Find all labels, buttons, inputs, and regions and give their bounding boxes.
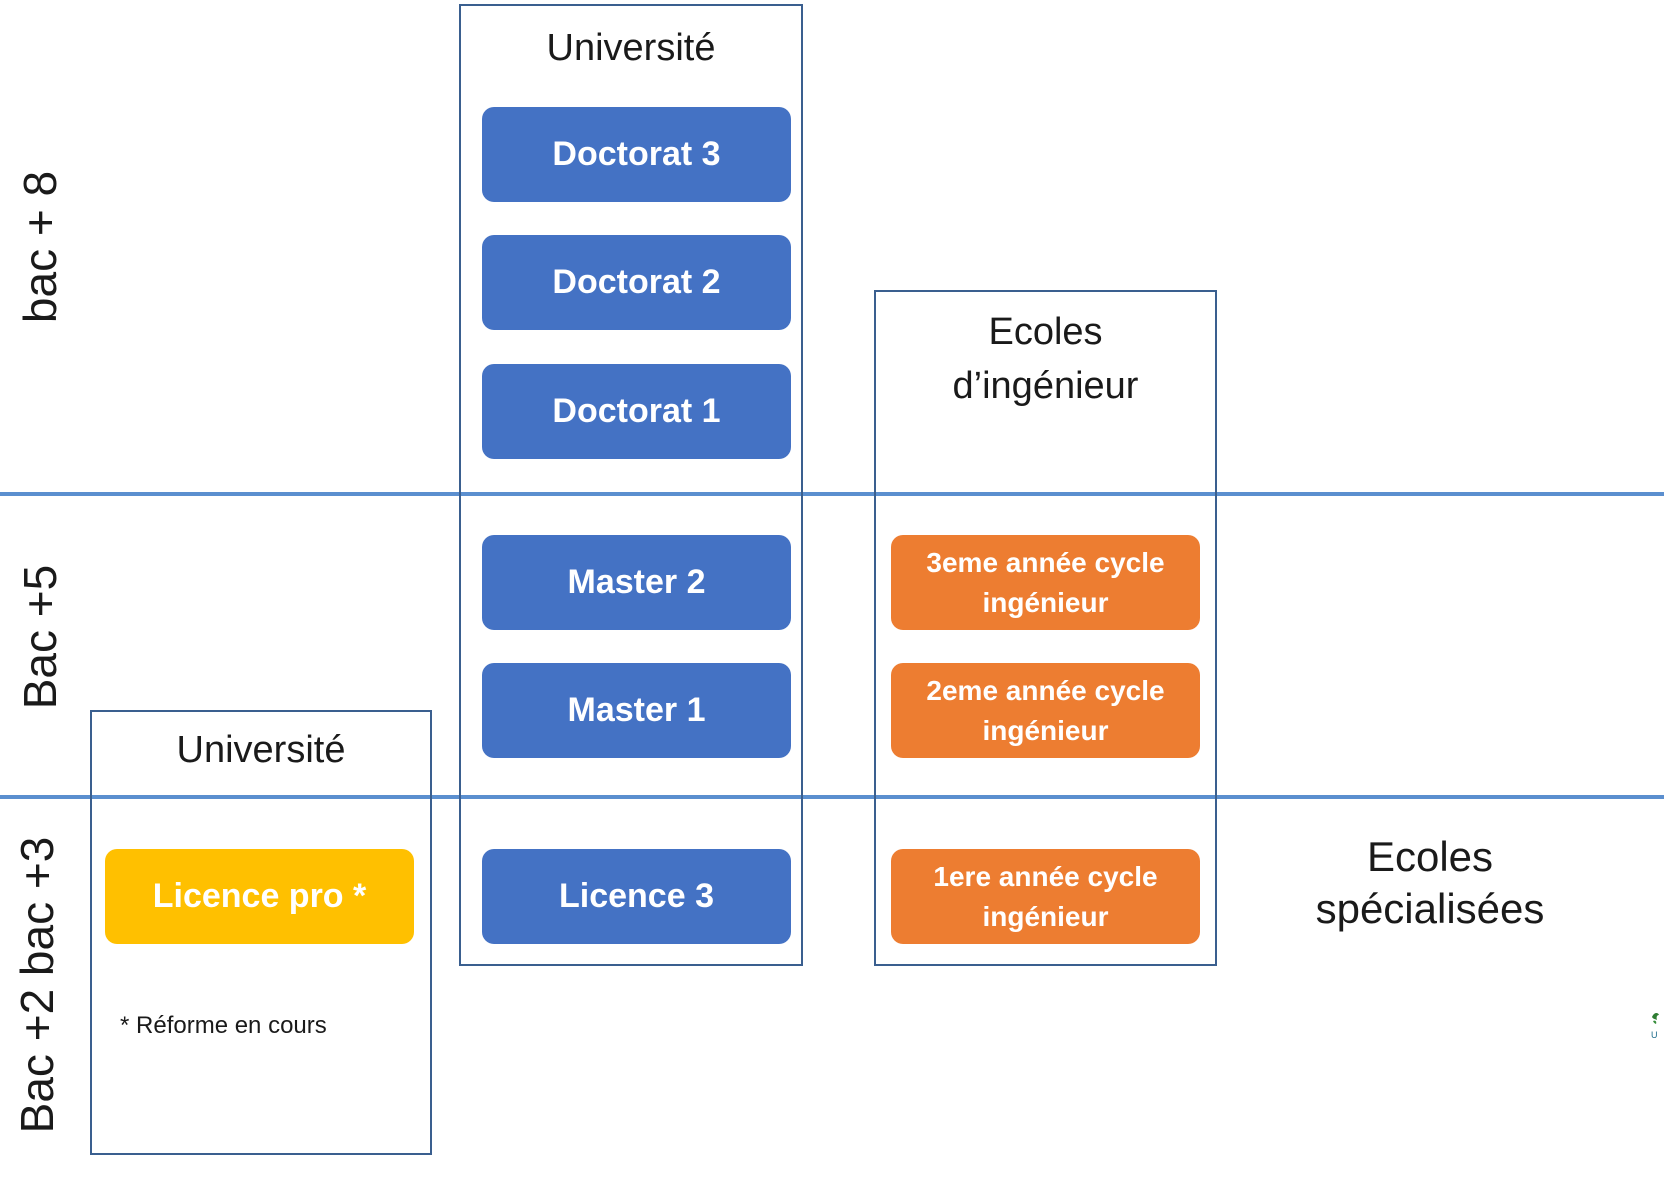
reforme-note: * Réforme en cours [120,1012,327,1039]
cycle-ingenieur-1-line2: ingénieur [982,900,1109,932]
svg-text:U: U [1651,1030,1658,1040]
university-pro-title: Université [176,729,346,771]
cycle-ingenieur-2-line2: ingénieur [982,714,1109,746]
divider-bac8-bac5 [0,492,1664,496]
doctorat-2-box: Doctorat 2 [482,235,791,330]
ecoles-ingenieur-title-line2: d’ingénieur [952,365,1139,407]
university-column-title: Université [546,27,716,69]
ecoles-ingenieur-title-line1: Ecoles [988,311,1103,353]
master-2-box: Master 2 [482,535,791,630]
cycle-ingenieur-1-line1: 1ere année cycle [933,860,1158,892]
leaf-logo-icon: U [1651,1012,1659,1040]
doctorat-1-box: Doctorat 1 [482,364,791,459]
divider-bac5-bac3 [0,795,1664,799]
cycle-ingenieur-3-line2: ingénieur [982,586,1109,618]
doctorat-3-box: Doctorat 3 [482,107,791,202]
licence-3-box: Licence 3 [482,849,791,944]
cycle-ingenieur-2-box: 2eme année cycle ingénieur [891,663,1200,758]
ecoles-specialisees-line1: Ecoles [1366,833,1494,880]
ecoles-specialisees-line2: spécialisées [1315,885,1545,932]
cycle-ingenieur-2-line1: 2eme année cycle [926,674,1165,706]
cycle-ingenieur-3-box: 3eme année cycle ingénieur [891,535,1200,630]
licence-pro-box: Licence pro * [105,849,414,944]
cycle-ingenieur-1-box: 1ere année cycle ingénieur [891,849,1200,944]
level-label-bac2-bac3: Bac +2 bac +3 [11,836,63,1134]
master-1-box: Master 1 [482,663,791,758]
cycle-ingenieur-3-line1: 3eme année cycle [926,546,1165,578]
university-column: Université [459,4,803,966]
level-label-bac5: Bac +5 [14,564,66,710]
level-label-bac8: bac + 8 [14,170,66,324]
ecoles-ingenieur-column: Ecoles d’ingénieur [874,290,1217,966]
